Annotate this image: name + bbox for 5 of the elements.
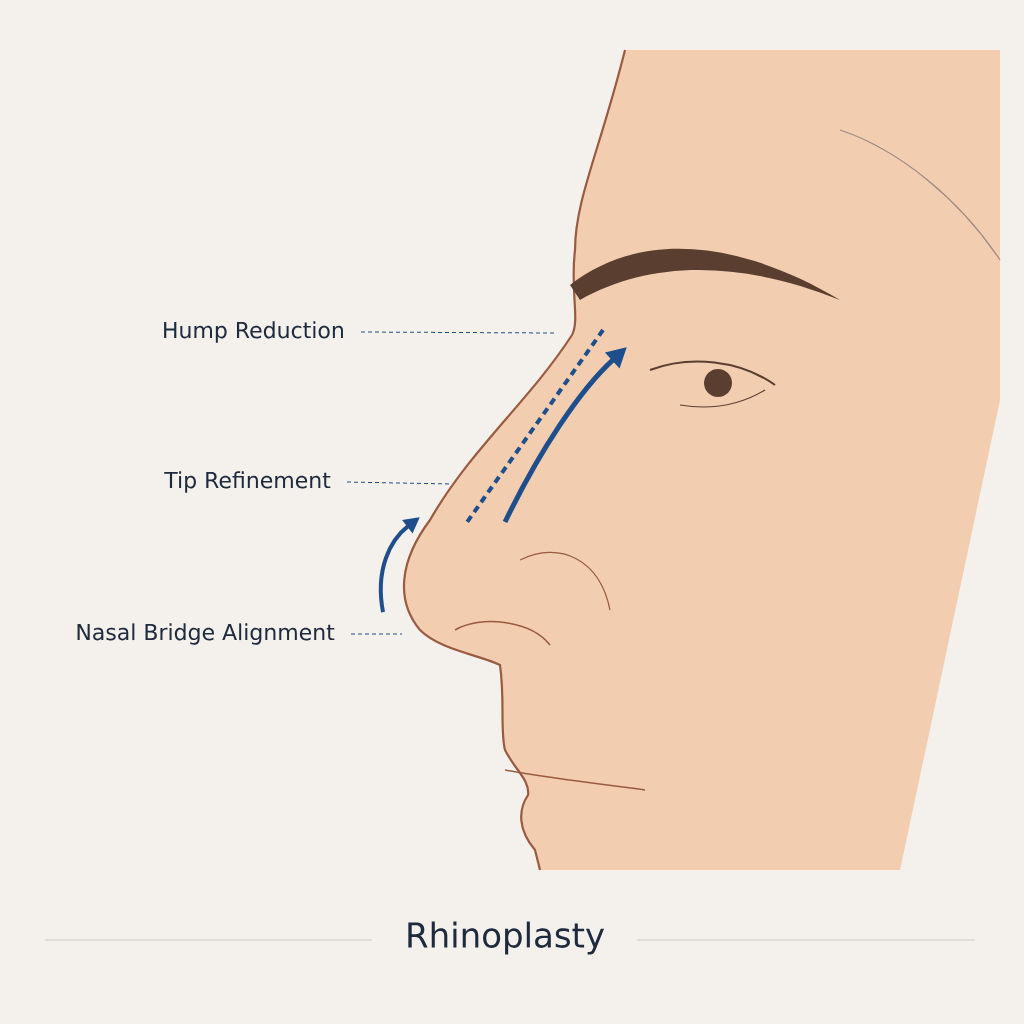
callout-label: Nasal Bridge Alignment: [77, 623, 335, 645]
callout-label: Tip Refinement: [164, 471, 331, 493]
callout-label: Hump Reduction: [164, 321, 343, 343]
leader-line: [350, 633, 403, 635]
title: Rhinoplasty: [408, 921, 605, 955]
